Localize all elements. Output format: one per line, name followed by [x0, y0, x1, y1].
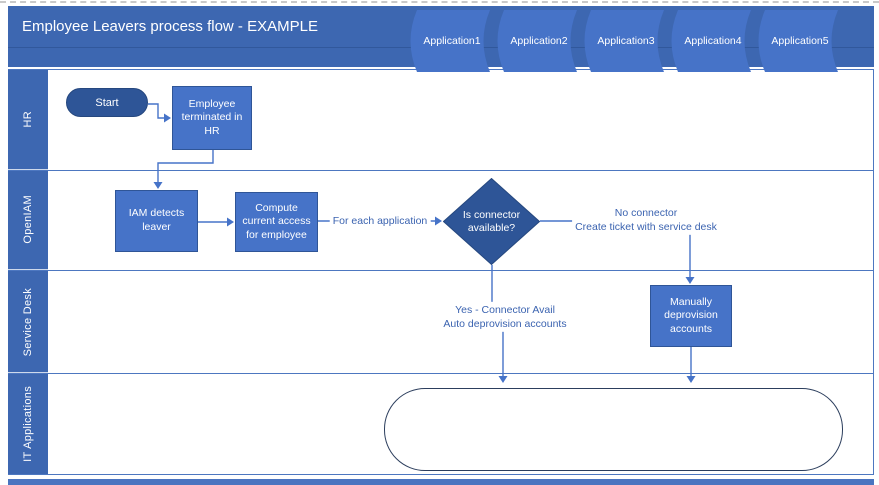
stored-data-shape [758, 10, 838, 72]
lane-label-text: HR [22, 111, 34, 128]
stored-data-shape [671, 10, 751, 72]
application4-shape[interactable]: Application4 [665, 10, 751, 72]
iam-detects-leaver-label: IAM detects leaver [128, 207, 185, 233]
application5-shape[interactable]: Application5 [752, 10, 838, 72]
application2-label: Application2 [510, 35, 568, 47]
application3-shape[interactable]: Application3 [578, 10, 664, 72]
application1-label: Application1 [423, 35, 481, 47]
connector-available-decision[interactable]: Is connector available? [442, 177, 541, 266]
compute-access-label: Compute current access for employee [242, 201, 311, 241]
lane-label-openiam[interactable]: OpenIAM [8, 170, 48, 270]
lane-label-text: OpenIAM [22, 195, 34, 245]
decision-diamond-shape [442, 177, 541, 266]
no-connector-label: No connector Create ticket with service … [572, 204, 720, 236]
iam-detects-leaver-node[interactable]: IAM detects leaver [115, 190, 198, 252]
manually-deprovision-label: Manually deprovision accounts [664, 295, 718, 335]
page-boundary-dashed-line [0, 1, 879, 3]
next-page-title-bar-edge [8, 479, 874, 485]
application3-label: Application3 [597, 35, 655, 47]
applications-container [384, 388, 843, 471]
application2-shape[interactable]: Application2 [491, 10, 577, 72]
application4-label: Application4 [684, 35, 742, 47]
manually-deprovision-node[interactable]: Manually deprovision accounts [650, 285, 732, 347]
lane-label-service-desk[interactable]: Service Desk [8, 271, 48, 374]
lane-label-text: IT Applications [22, 386, 34, 463]
for-each-application-label: For each application [329, 212, 431, 230]
lane-label-it-applications[interactable]: IT Applications [8, 374, 48, 474]
start-node-label: Start [95, 96, 119, 109]
decision-label: Is connector available? [462, 208, 521, 234]
employee-terminated-node[interactable]: Employee terminated in HR [172, 86, 252, 150]
stored-data-shape [584, 10, 664, 72]
application1-shape[interactable]: Application1 [404, 10, 490, 72]
employee-terminated-label: Employee terminated in HR [181, 97, 243, 137]
yes-connector-label: Yes - Connector Avail Auto deprovision a… [440, 301, 570, 333]
compute-access-node[interactable]: Compute current access for employee [235, 192, 318, 252]
lane-hr: HR [8, 70, 873, 171]
stored-data-shape [497, 10, 577, 72]
stored-data-shape [410, 10, 490, 72]
page-title: Employee Leavers process flow - EXAMPLE [22, 18, 318, 35]
lane-label-hr[interactable]: HR [8, 70, 48, 170]
start-node[interactable]: Start [66, 88, 148, 117]
application5-label: Application5 [771, 35, 829, 47]
lane-label-text: Service Desk [22, 287, 34, 356]
